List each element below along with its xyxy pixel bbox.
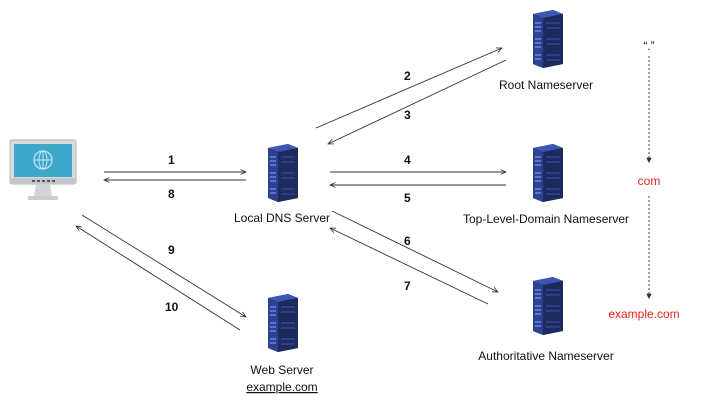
authoritative-nameserver-icon: [533, 277, 563, 335]
tld-zone-label: com: [638, 174, 661, 188]
arrow-9: [81, 214, 246, 317]
step-2: 2: [404, 69, 411, 83]
arrow-6: [331, 210, 498, 292]
step-10: 10: [165, 300, 179, 314]
arrow-3: [328, 59, 507, 144]
arrow-7: [330, 228, 489, 305]
tld-nameserver-icon: [533, 144, 563, 202]
domain-zone-label: example.com: [608, 307, 679, 321]
web-server-icon: [268, 294, 298, 352]
step-6: 6: [404, 234, 411, 248]
web-server-domain-label: example.com: [246, 380, 317, 394]
authoritative-nameserver-label: Authoritative Nameserver: [478, 349, 613, 363]
step-1: 1: [168, 153, 175, 167]
web-server-label: Web Server: [250, 363, 313, 377]
root-nameserver-label: Root Nameserver: [499, 78, 593, 92]
client-computer-icon: [9, 139, 77, 201]
step-8: 8: [168, 187, 175, 201]
root-zone-label: “.”: [643, 39, 654, 53]
tld-nameserver-label: Top-Level-Domain Nameserver: [463, 212, 629, 226]
step-5: 5: [404, 191, 411, 205]
step-7: 7: [404, 279, 411, 293]
step-9: 9: [168, 243, 175, 257]
step-4: 4: [404, 153, 411, 167]
arrow-10: [76, 226, 241, 331]
arrow-group: [76, 48, 507, 331]
root-nameserver-icon: [533, 10, 563, 68]
arrow-2: [315, 48, 502, 129]
step-3: 3: [404, 108, 411, 122]
local-dns-server-label: Local DNS Server: [234, 211, 330, 225]
local-dns-server-icon: [268, 144, 298, 202]
